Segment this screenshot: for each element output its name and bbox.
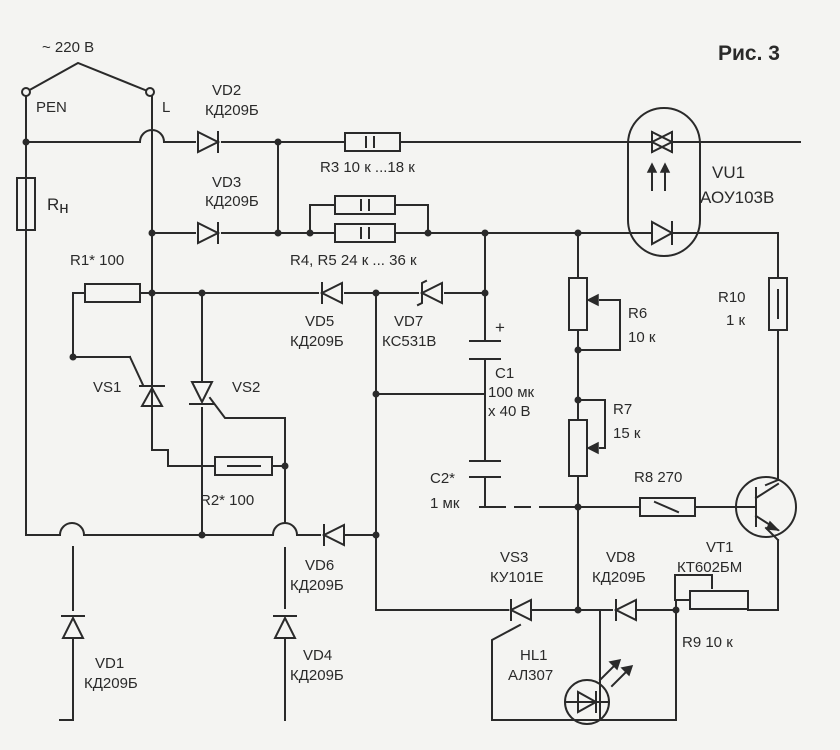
labels: Рис. 3 ~ 220 В PEN L Rн VD2 КД209Б VD3 К…	[36, 39, 780, 692]
wires	[21, 61, 801, 721]
r1-label: R1* 100	[70, 252, 124, 269]
vu1-type: АОУ103В	[700, 188, 774, 207]
figure-label: Рис. 3	[718, 42, 780, 65]
r9-label: R9 10 к	[682, 634, 733, 651]
vd8-diode-symbol	[613, 598, 637, 622]
hl1-led-symbol	[564, 659, 634, 725]
vd8-ref: VD8	[606, 549, 635, 566]
c1-plus: +	[495, 318, 505, 337]
hl1-ref: HL1	[520, 647, 548, 664]
vs2-ref: VS2	[232, 379, 260, 396]
vs3-thyristor-symbol	[508, 598, 532, 622]
r4-r5-resistor-symbols	[334, 195, 396, 243]
vu1-ref: VU1	[712, 163, 745, 182]
c1-capacitor-symbol	[469, 340, 501, 360]
mains-voltage-label: ~ 220 В	[42, 39, 94, 56]
r3-label: R3 10 к ...18 к	[320, 159, 415, 176]
vd4-diode-symbol	[273, 615, 297, 639]
vd2-type: КД209Б	[205, 102, 259, 119]
r7-ref: R7	[613, 401, 632, 418]
c1-value2: x 40 В	[488, 403, 531, 420]
vt1-type: КТ602БМ	[677, 559, 742, 576]
vd6-diode-symbol	[321, 523, 345, 547]
vt1-transistor-symbol	[735, 476, 797, 538]
r9-potentiometer-symbol	[689, 590, 749, 610]
c2-value: 1 мк	[430, 495, 460, 512]
mains-source-symbol	[24, 61, 152, 94]
r10-value: 1 к	[726, 312, 746, 329]
vd8-type: КД209Б	[592, 569, 646, 586]
vs2-thyristor-symbol	[189, 381, 215, 405]
vd5-ref: VD5	[305, 313, 334, 330]
r10-resistor-symbol	[768, 277, 788, 331]
vd1-diode-symbol	[61, 615, 85, 639]
vd5-diode-symbol	[319, 281, 343, 305]
r6-ref: R6	[628, 305, 647, 322]
vd1-ref: VD1	[95, 655, 124, 672]
vd2-ref: VD2	[212, 82, 241, 99]
c1-ref: C1	[495, 365, 514, 382]
r6-potentiometer-symbol	[568, 277, 599, 331]
vd4-type: КД209Б	[290, 667, 344, 684]
l-terminal	[145, 87, 155, 97]
r8-label: R8 270	[634, 469, 682, 486]
vs3-ref: VS3	[500, 549, 528, 566]
r2-resistor-symbol	[214, 456, 273, 476]
vd4-ref: VD4	[303, 647, 332, 664]
vd3-diode-symbol	[197, 221, 221, 245]
c1-value1: 100 мк	[488, 384, 535, 401]
c2-ref: C2*	[430, 470, 455, 487]
vd7-zener-symbol	[416, 279, 443, 307]
vd6-type: КД209Б	[290, 577, 344, 594]
vd7-type: КС531В	[382, 333, 436, 350]
vd1-type: КД209Б	[84, 675, 138, 692]
r1-resistor-symbol	[84, 283, 141, 303]
line-label: L	[162, 99, 170, 116]
r7-value: 15 к	[613, 425, 641, 442]
vs1-ref: VS1	[93, 379, 121, 396]
vt1-ref: VT1	[706, 539, 734, 556]
vd7-ref: VD7	[394, 313, 423, 330]
r8-resistor-symbol	[639, 497, 696, 517]
load-resistor	[16, 177, 36, 231]
r2-label: R2* 100	[200, 492, 254, 509]
vd3-type: КД209Б	[205, 193, 259, 210]
vu1-optocoupler-symbol	[627, 107, 701, 257]
pen-label: PEN	[36, 99, 67, 116]
junction-nodes	[22, 138, 680, 614]
r10-ref: R10	[718, 289, 746, 306]
vs3-type: КУ101Е	[490, 569, 543, 586]
vd2-diode-symbol	[197, 130, 221, 154]
c2-capacitor-symbol	[469, 460, 501, 478]
hl1-type: АЛ307	[508, 667, 553, 684]
vs1-thyristor-symbol	[139, 385, 165, 451]
vd6-ref: VD6	[305, 557, 334, 574]
pen-terminal	[21, 87, 31, 97]
load-label: Rн	[47, 195, 69, 217]
r45-label: R4, R5 24 к ... 36 к	[290, 252, 417, 269]
vd3-ref: VD3	[212, 174, 241, 191]
r3-resistor-symbol	[344, 132, 401, 152]
vd5-type: КД209Б	[290, 333, 344, 350]
r6-value: 10 к	[628, 329, 656, 346]
r7-potentiometer-symbol	[568, 419, 599, 477]
